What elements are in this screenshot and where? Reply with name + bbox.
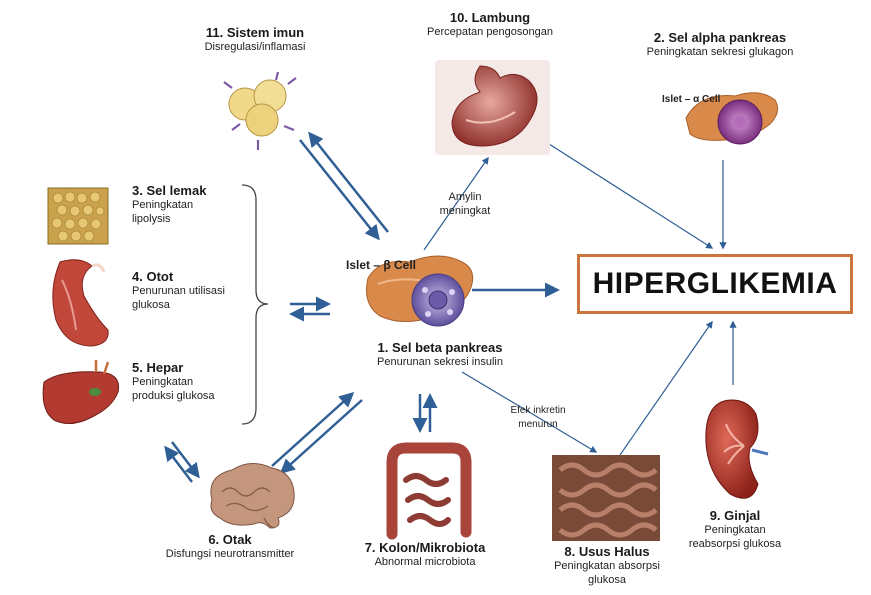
node-kidney-desc-1: Peningkatan [670, 523, 800, 537]
muscle-arm-icon [53, 260, 108, 346]
edge-label-amylin-2: meningkat [430, 204, 500, 218]
node-stomach-desc: Percepatan pengosongan [400, 25, 580, 39]
edge-label-amylin: Amylin meningkat [430, 190, 500, 218]
node-kidney-desc-2: reabsorpsi glukosa [670, 537, 800, 551]
node-fat-title: 3. Sel lemak [132, 183, 242, 198]
node-fat-desc-1: Peningkatan [132, 198, 242, 212]
node-stomach: 10. Lambung Percepatan pengosongan [400, 10, 580, 39]
node-immune-title: 11. Sistem imun [180, 25, 330, 40]
arrow-liver-brain [166, 442, 198, 482]
node-brain: 6. Otak Disfungsi neurotransmitter [140, 532, 320, 561]
node-liver-title: 5. Hepar [132, 360, 252, 375]
stomach-icon [435, 60, 550, 155]
node-colon-desc: Abnormal microbiota [340, 555, 510, 569]
arrow-immune-beta [300, 134, 388, 238]
node-muscle-desc-2: glukosa [132, 298, 252, 312]
kidney-icon [706, 400, 768, 498]
node-alpha-desc: Peningkatan sekresi glukagon [610, 45, 830, 59]
edge-label-incretin-1: Efek inkretin [498, 404, 578, 418]
node-muscle: 4. Otot Penurunan utilisasi glukosa [132, 269, 252, 312]
node-intestine-desc-1: Peningkatan absorpsi [522, 559, 692, 573]
edge-label-incretin-2: menurun [498, 418, 578, 432]
hyperglikemia-label: HIPERGLIKEMIA [593, 267, 838, 301]
node-alpha-title: 2. Sel alpha pankreas [610, 30, 830, 45]
node-intestine-title: 8. Usus Halus [522, 544, 692, 559]
brain-icon [211, 463, 294, 528]
node-beta-title: 1. Sel beta pankreas [340, 340, 540, 355]
node-intestine: 8. Usus Halus Peningkatan absorpsi gluko… [522, 544, 692, 587]
node-colon-title: 7. Kolon/Mikrobiota [340, 540, 510, 555]
node-alpha-pancreas: 2. Sel alpha pankreas Peningkatan sekres… [610, 30, 830, 59]
islet-beta-label: Islet – β Cell [346, 258, 416, 272]
node-liver-desc-2: produksi glukosa [132, 389, 252, 403]
node-immune-desc: Disregulasi/inflamasi [180, 40, 330, 54]
colon-icon [392, 448, 466, 534]
edge-label-incretin: Efek inkretin menurun [498, 404, 578, 432]
arrow-stomach-hyper [535, 135, 712, 248]
hyperglikemia-box: HIPERGLIKEMIA [577, 254, 853, 314]
node-kidney-title: 9. Ginjal [670, 508, 800, 523]
node-colon: 7. Kolon/Mikrobiota Abnormal microbiota [340, 540, 510, 569]
liver-icon [43, 360, 119, 424]
node-muscle-title: 4. Otot [132, 269, 252, 284]
node-brain-title: 6. Otak [140, 532, 320, 547]
node-liver: 5. Hepar Peningkatan produksi glukosa [132, 360, 252, 403]
node-intestine-desc-2: glukosa [522, 573, 692, 587]
edge-label-amylin-1: Amylin [430, 190, 500, 204]
node-immune: 11. Sistem imun Disregulasi/inflamasi [180, 25, 330, 54]
arrow-colon-beta [420, 394, 430, 432]
node-beta-desc: Penurunan sekresi insulin [340, 355, 540, 369]
node-fat: 3. Sel lemak Peningkatan lipolysis [132, 183, 242, 226]
node-muscle-desc-1: Penurunan utilisasi [132, 284, 252, 298]
fat-tissue-icon [48, 188, 108, 244]
islet-alpha-label: Islet – α Cell [662, 94, 720, 105]
node-stomach-title: 10. Lambung [400, 10, 580, 25]
node-liver-desc-1: Peningkatan [132, 375, 252, 389]
immune-cells-icon [224, 72, 296, 150]
arrow-left-group-beta [290, 304, 330, 314]
node-fat-desc-2: lipolysis [132, 212, 242, 226]
node-brain-desc: Disfungsi neurotransmitter [140, 547, 320, 561]
node-kidney: 9. Ginjal Peningkatan reabsorpsi glukosa [670, 508, 800, 551]
arrow-brain-beta [272, 394, 362, 472]
small-intestine-icon [552, 455, 660, 541]
node-beta-pancreas: 1. Sel beta pankreas Penurunan sekresi i… [340, 340, 540, 369]
arrow-intestine-hyper [620, 322, 712, 455]
